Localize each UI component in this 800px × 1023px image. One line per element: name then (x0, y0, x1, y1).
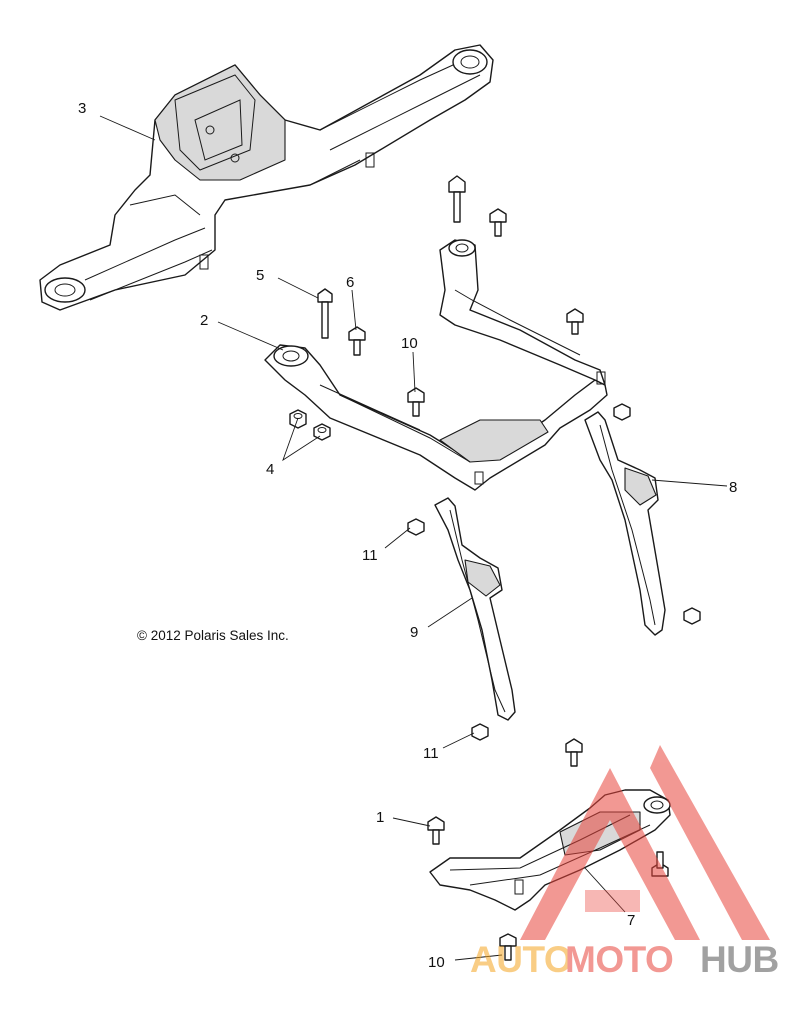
watermark-text-moto: MOTO (565, 939, 673, 980)
callout-4: 4 (266, 461, 274, 478)
part-9-left-rail (434, 497, 516, 721)
callout-11-upper: 11 (362, 547, 378, 564)
callout-5: 5 (256, 267, 264, 284)
watermark-text-hub: HUB (700, 939, 779, 980)
callout-10-lower: 10 (428, 954, 445, 971)
part-2-middle-crossmember (264, 239, 608, 491)
watermark-triangle-icon (520, 768, 700, 940)
callout-2: 2 (200, 312, 208, 329)
bolt-top-long (448, 175, 466, 223)
part-10-bolt-upper (407, 387, 425, 417)
part-11-nut-upper (407, 518, 425, 536)
part-3-upper-frame (39, 44, 494, 311)
part-8-right-rail (584, 403, 701, 636)
part-1-bolt (427, 816, 445, 845)
leader-lines (99, 115, 728, 961)
part-5-long-bolt (317, 288, 333, 339)
part-10-bolt-lower (499, 933, 517, 961)
callout-6: 6 (346, 274, 354, 291)
callout-9: 9 (410, 624, 418, 641)
callouts: 3 2 5 6 10 4 8 11 9 11 1 7 10 (78, 100, 737, 971)
watermark-text-auto: AUTO (470, 939, 572, 980)
callout-7: 7 (627, 912, 635, 929)
part-6-bolt (348, 326, 366, 356)
callout-8: 8 (729, 479, 737, 496)
bolt-top-short (489, 208, 507, 237)
bolt-right-short (566, 308, 584, 335)
copyright-text: © 2012 Polaris Sales Inc. (137, 628, 289, 643)
bolt-lower-right (565, 738, 583, 767)
callout-1: 1 (376, 809, 384, 826)
automotohub-watermark: AUTO MOTO HUB (470, 745, 779, 980)
part-4-nuts (289, 409, 331, 441)
part-11-nut-lower (471, 723, 489, 741)
callout-10-upper: 10 (401, 335, 418, 352)
callout-11-lower: 11 (423, 745, 439, 762)
callout-3: 3 (78, 100, 86, 117)
